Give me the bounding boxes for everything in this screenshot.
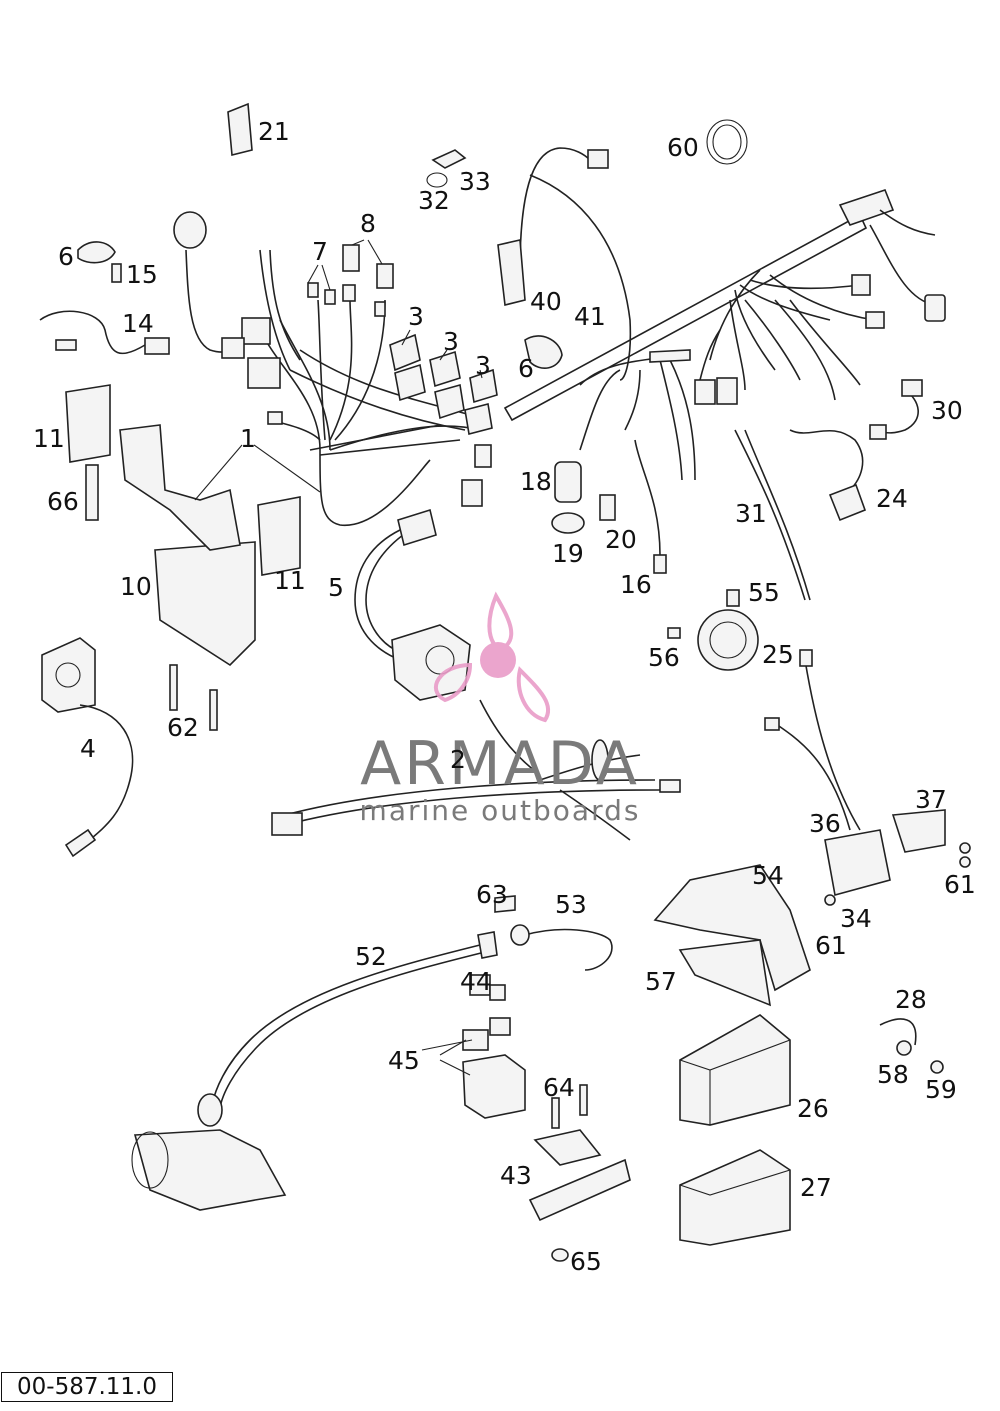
harness-bundle-left [241, 244, 492, 526]
relay-parts [389, 333, 498, 435]
starter-cables [197, 895, 613, 1127]
callout-1: 1 [240, 424, 256, 453]
callout-15: 15 [126, 260, 158, 289]
callout-4: 4 [80, 734, 96, 763]
callout-10: 10 [120, 572, 152, 601]
main-wiring-harness [503, 189, 946, 481]
small-top-parts [227, 102, 748, 188]
callout-18: 18 [520, 467, 552, 496]
drawing-number-label: 00-587.11.0 [1, 1372, 173, 1402]
starter-motor [131, 1129, 287, 1211]
callout-24: 24 [876, 484, 908, 513]
callout-2: 2 [450, 745, 466, 774]
callout-6: 6 [518, 354, 534, 383]
callout-61: 61 [815, 931, 847, 960]
callout-45: 45 [388, 1046, 420, 1075]
callout-53: 53 [555, 890, 587, 919]
capacitor-and-sensors [551, 439, 667, 574]
part-upper-coil [173, 211, 245, 359]
callout-25: 25 [762, 640, 794, 669]
callout-11: 11 [274, 566, 306, 595]
callout-44: 44 [460, 967, 492, 996]
callout-20: 20 [605, 525, 637, 554]
armada-logo-icon [433, 591, 551, 723]
callout-58: 58 [877, 1060, 909, 1089]
callout-52: 52 [355, 942, 387, 971]
battery-covers [653, 864, 811, 1007]
callout-59: 59 [925, 1075, 957, 1104]
callout-31: 31 [735, 499, 767, 528]
callout-33: 33 [459, 167, 491, 196]
watermark-brand-text: ARMADA [360, 729, 640, 799]
callout-57: 57 [645, 967, 677, 996]
part-2-harness [271, 699, 681, 841]
part-43-bracket [528, 1084, 631, 1262]
part-5-coil [354, 508, 471, 701]
callout-32: 32 [418, 186, 450, 215]
callout-27: 27 [800, 1173, 832, 1202]
callout-61: 61 [944, 870, 976, 899]
callout-3: 3 [443, 327, 459, 356]
callout-60: 60 [667, 133, 699, 162]
armada-watermark: ARMADA marine outboards [360, 591, 641, 827]
watermark-tagline-text: marine outboards [360, 794, 641, 827]
callout-28: 28 [895, 985, 927, 1014]
part-62-bolts [169, 664, 218, 731]
plates-and-brackets [65, 384, 301, 667]
part-27-battery-tray [679, 1149, 791, 1246]
callout-3: 3 [475, 351, 491, 380]
callout-54: 54 [752, 861, 784, 890]
callout-43: 43 [500, 1161, 532, 1190]
callout-14: 14 [122, 309, 154, 338]
callout-numbers: 1 2 3 3 3 4 5 6 6 7 8 10 11 11 14 15 16 … [33, 117, 976, 1276]
callout-26: 26 [797, 1094, 829, 1123]
callout-8: 8 [360, 209, 376, 238]
callout-41: 41 [574, 302, 606, 331]
callout-36: 36 [809, 809, 841, 838]
callout-11: 11 [33, 424, 65, 453]
callout-16: 16 [620, 570, 652, 599]
callout-30: 30 [931, 396, 963, 425]
callout-65: 65 [570, 1247, 602, 1276]
part-14-sensor-cable [39, 241, 170, 355]
callout-19: 19 [552, 539, 584, 568]
callout-37: 37 [915, 785, 947, 814]
callout-64: 64 [543, 1073, 575, 1102]
callout-63: 63 [476, 880, 508, 909]
part-26-battery [679, 1014, 791, 1126]
callout-6: 6 [58, 242, 74, 271]
right-side-wiring [734, 379, 923, 601]
leader-lines [194, 239, 483, 1076]
spark-plug-cap-lead [497, 147, 632, 381]
callout-40: 40 [530, 287, 562, 316]
part-4-sensor [41, 637, 134, 858]
callout-5: 5 [328, 573, 344, 602]
callout-55: 55 [748, 578, 780, 607]
callout-56: 56 [648, 643, 680, 672]
callout-66: 66 [47, 487, 79, 516]
callout-21: 21 [258, 117, 290, 146]
part-28-ground-strap [879, 1018, 944, 1074]
callout-62: 62 [167, 713, 199, 742]
callout-34: 34 [840, 904, 872, 933]
part-36-regulator [764, 649, 971, 906]
callout-7: 7 [312, 237, 328, 266]
part-25-horn [667, 589, 759, 671]
callout-3: 3 [408, 302, 424, 331]
part-45-starter-relay [462, 974, 526, 1119]
